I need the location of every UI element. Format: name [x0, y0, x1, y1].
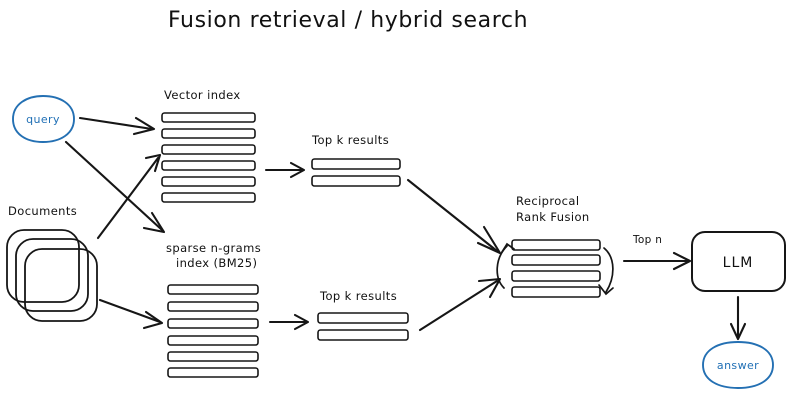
node-sparse-index[interactable] — [167, 284, 259, 378]
documents-stack-back — [6, 229, 80, 303]
node-answer[interactable]: answer — [702, 341, 774, 389]
arrow-documents-to-sparse-index — [98, 298, 164, 330]
sparse-index-label-line1: sparse n-grams — [166, 241, 261, 255]
fusion-label-line1: Reciprocal — [516, 194, 579, 208]
arrow-query-to-vector-index — [78, 116, 156, 136]
documents-stack-middle — [15, 238, 89, 312]
top-k-lower-label: Top k results — [319, 289, 397, 303]
arrow-documents-to-vector-index — [96, 153, 162, 240]
arrow-top-k-lower-to-fusion — [418, 277, 502, 332]
node-top-k-upper[interactable] — [311, 158, 401, 187]
query-ellipse-outline — [12, 95, 75, 143]
query-label: query — [26, 113, 60, 126]
sparse-index-label-line2: index (BM25) — [176, 256, 257, 270]
fusion-label-line2: Rank Fusion — [516, 210, 590, 224]
page-title: Fusion retrieval / hybrid search — [168, 8, 528, 33]
arrow-top-k-upper-to-fusion — [406, 178, 502, 255]
arrow-vector-index-to-top-k-upper — [264, 161, 306, 179]
vector-index-label: Vector index — [164, 88, 241, 102]
answer-ellipse-outline — [702, 341, 774, 389]
node-documents[interactable] — [6, 229, 98, 322]
arrow-sparse-index-to-top-k-lower — [268, 313, 310, 331]
top-n-edge-label: Top n — [632, 234, 662, 246]
node-llm[interactable]: LLM — [691, 231, 786, 292]
node-query[interactable]: query — [12, 95, 75, 143]
arrow-fusion-to-llm — [622, 251, 692, 271]
fusion-rerank-arrow-right — [598, 247, 614, 296]
llm-box-outline — [691, 231, 786, 292]
arrow-llm-to-answer — [729, 295, 747, 341]
node-top-k-lower[interactable] — [317, 312, 409, 341]
documents-stack-front — [24, 248, 98, 322]
answer-label: answer — [717, 359, 759, 372]
documents-label: Documents — [8, 204, 77, 218]
llm-label: LLM — [723, 255, 754, 271]
top-k-upper-label: Top k results — [311, 133, 389, 147]
node-reciprocal-rank-fusion[interactable] — [511, 239, 601, 298]
node-vector-index[interactable] — [161, 112, 256, 203]
arrow-query-to-sparse-index — [64, 140, 166, 234]
fusion-rerank-arrow-left — [496, 242, 515, 289]
